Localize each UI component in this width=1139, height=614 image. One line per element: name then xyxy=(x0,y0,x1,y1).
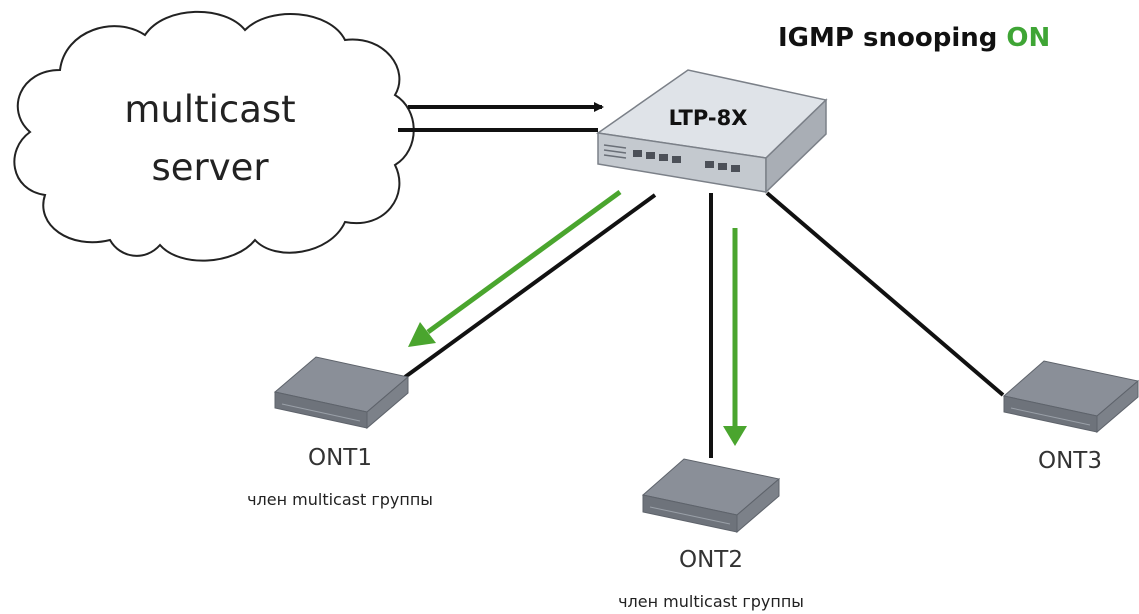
ont2-device xyxy=(641,458,781,534)
multicast-flow-ont2 xyxy=(723,228,747,446)
cloud-label-line2: server xyxy=(151,146,269,189)
cloud-shape xyxy=(13,10,415,262)
ont2-label: ONT2 xyxy=(679,547,743,573)
switch-side-face xyxy=(765,98,827,194)
link-ont3 xyxy=(765,191,1005,397)
link-ont1 xyxy=(403,193,657,379)
switch-ltp-8x: LTP-8X xyxy=(596,69,828,194)
ont1-device xyxy=(273,356,410,430)
cloud-label-line1: multicast xyxy=(124,88,295,131)
ont2-member-label: член multicast группы xyxy=(618,592,804,611)
multicast-server-cloud: multicast server xyxy=(13,10,415,262)
ont1-label: ONT1 xyxy=(308,445,372,471)
title-prefix: IGMP snooping xyxy=(778,23,1006,53)
ont1-member-label: член multicast группы xyxy=(247,490,433,509)
switch-vents xyxy=(603,144,627,159)
ont3-device xyxy=(1002,360,1139,434)
switch-label: LTP-8X xyxy=(669,106,748,130)
title-state: ON xyxy=(1006,23,1050,53)
ont3-label: ONT3 xyxy=(1038,448,1102,474)
diagram-title: IGMP snooping ON xyxy=(778,23,1050,53)
switch-ports xyxy=(633,150,740,172)
multicast-flow-ont1 xyxy=(408,189,622,347)
